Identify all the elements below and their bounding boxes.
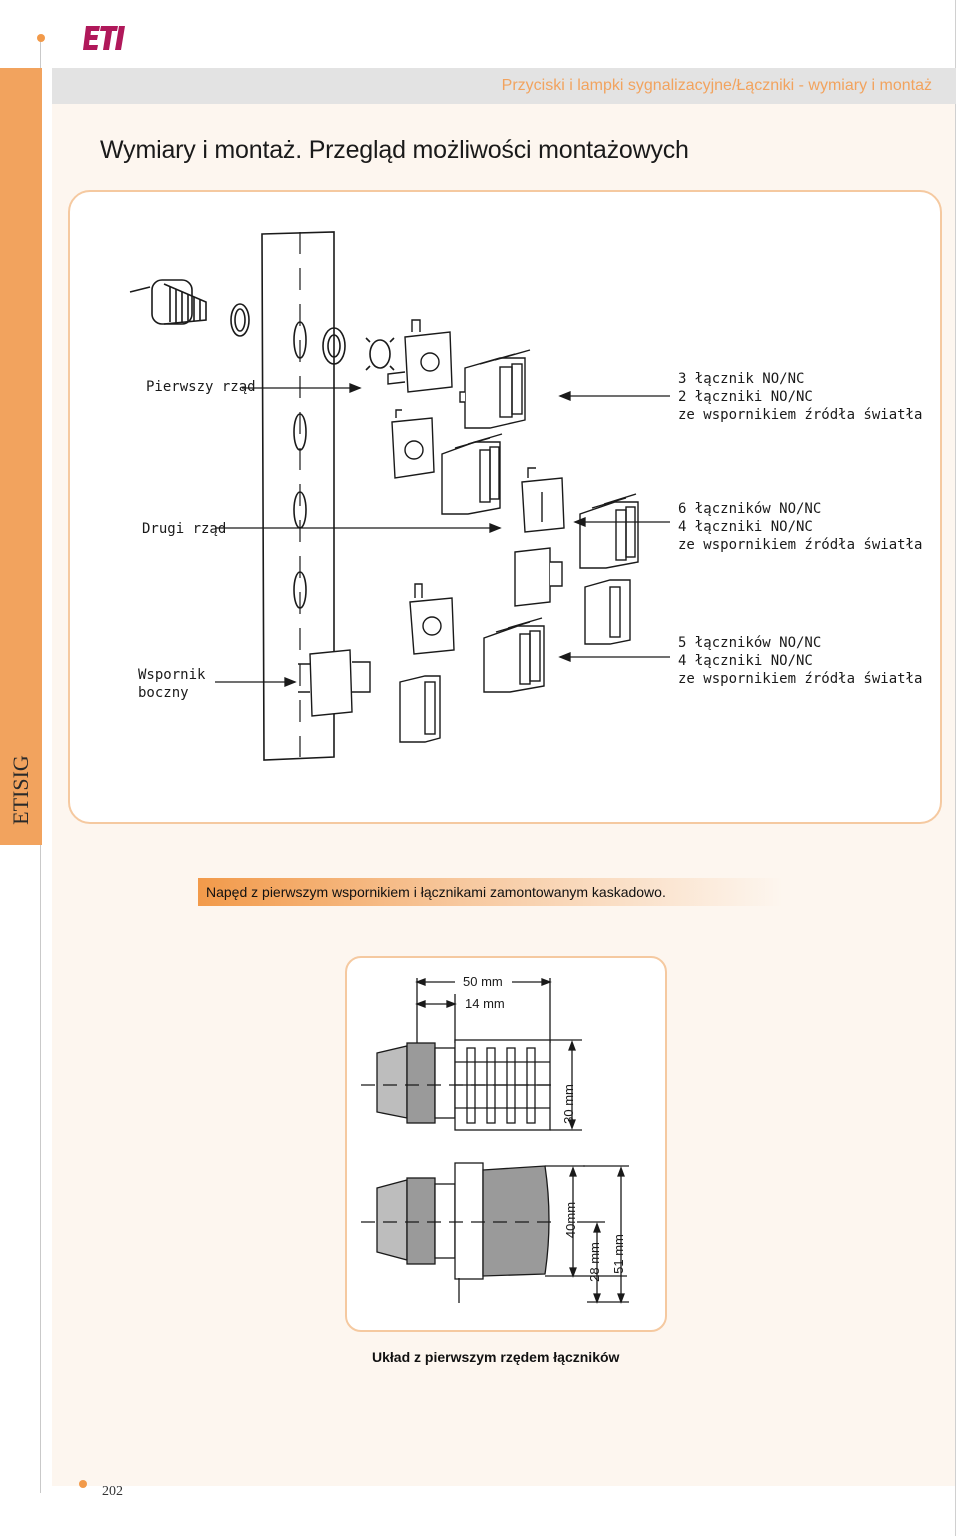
dim-30mm: 30 mm: [561, 1084, 576, 1124]
margin-dot-top: [37, 34, 45, 42]
page-title: Wymiary i montaż. Przegląd możliwości mo…: [100, 136, 689, 164]
sidebar-band: [0, 68, 42, 845]
contact-block-row2c: [584, 579, 631, 645]
mounting-plate: [261, 231, 335, 761]
contact-block-row3a: [483, 617, 545, 693]
dimensions-panel: 50 mm 14 mm 30 mm 40mm 28 mm 51 mm: [345, 956, 667, 1332]
side-bracket: [298, 649, 371, 717]
note-second-1: 6 łączników NO/NC: [678, 501, 822, 517]
page-edge: [955, 0, 956, 1536]
page-number: 202: [102, 1484, 123, 1499]
contact-block-row3b: [399, 675, 441, 743]
lower-assembly: [361, 1162, 557, 1303]
bracket-row1: [387, 319, 453, 393]
margin-dot-bottom: [79, 1480, 87, 1488]
note-third-1: 5 łączników NO/NC: [678, 635, 822, 651]
header-title: Przyciski i lampki sygnalizacyjne/Łączni…: [501, 77, 932, 94]
note-second-2: 4 łączniki NO/NC: [678, 519, 813, 535]
bracket-row2: [391, 409, 435, 479]
bracket-row2b: [521, 467, 565, 533]
caption-bar: Napęd z pierwszym wspornikiem i łącznika…: [198, 878, 783, 906]
contact-block-row1: [459, 349, 531, 429]
note-third-3: ze wspornikiem źródła światła: [678, 671, 923, 687]
note-third-2: 4 łączniki NO/NC: [678, 653, 813, 669]
mounting-diagram-panel: Pierwszy rząd Drugi rząd Wspornik boczny…: [68, 190, 942, 824]
upper-assembly: [361, 1039, 557, 1131]
dimensions-diagram: 50 mm 14 mm 30 mm 40mm 28 mm 51 mm: [361, 974, 629, 1304]
eti-logo: [82, 22, 128, 59]
caption-first-row-layout: Układ z pierwszym rzędem łączników: [372, 1349, 620, 1365]
note-first-2: 2 łączniki NO/NC: [678, 389, 813, 405]
caption-cascade: Napęd z pierwszym wspornikiem i łącznika…: [206, 884, 666, 900]
dim-50mm: 50 mm: [463, 974, 503, 989]
note-first-3: ze wspornikiem źródła światła: [678, 407, 923, 423]
light-bracket: [514, 547, 563, 607]
note-first-1: 3 łącznik NO/NC: [678, 371, 805, 387]
dim-40mm: 40mm: [563, 1202, 578, 1238]
push-button-head: [129, 279, 250, 337]
mounting-diagram: [129, 231, 670, 761]
label-side-bracket-2: boczny: [138, 685, 189, 701]
header-bar: Przyciski i lampki sygnalizacyjne/Łączni…: [52, 68, 956, 104]
contact-block-row2b: [579, 493, 639, 569]
dim-51mm: 51 mm: [611, 1234, 626, 1274]
label-side-bracket-1: Wspornik: [138, 667, 206, 683]
label-second-row: Drugi rząd: [142, 521, 227, 537]
dim-14mm: 14 mm: [465, 996, 505, 1011]
bracket-row3: [409, 583, 455, 655]
contact-block-row2a: [441, 433, 503, 515]
sidebar-label: ETISIG: [0, 740, 42, 840]
label-first-row: Pierwszy rząd: [146, 379, 256, 395]
dim-28mm: 28 mm: [587, 1242, 602, 1282]
note-second-3: ze wspornikiem źródła światła: [678, 537, 923, 553]
sidebar-label-text: ETISIG: [8, 755, 33, 825]
